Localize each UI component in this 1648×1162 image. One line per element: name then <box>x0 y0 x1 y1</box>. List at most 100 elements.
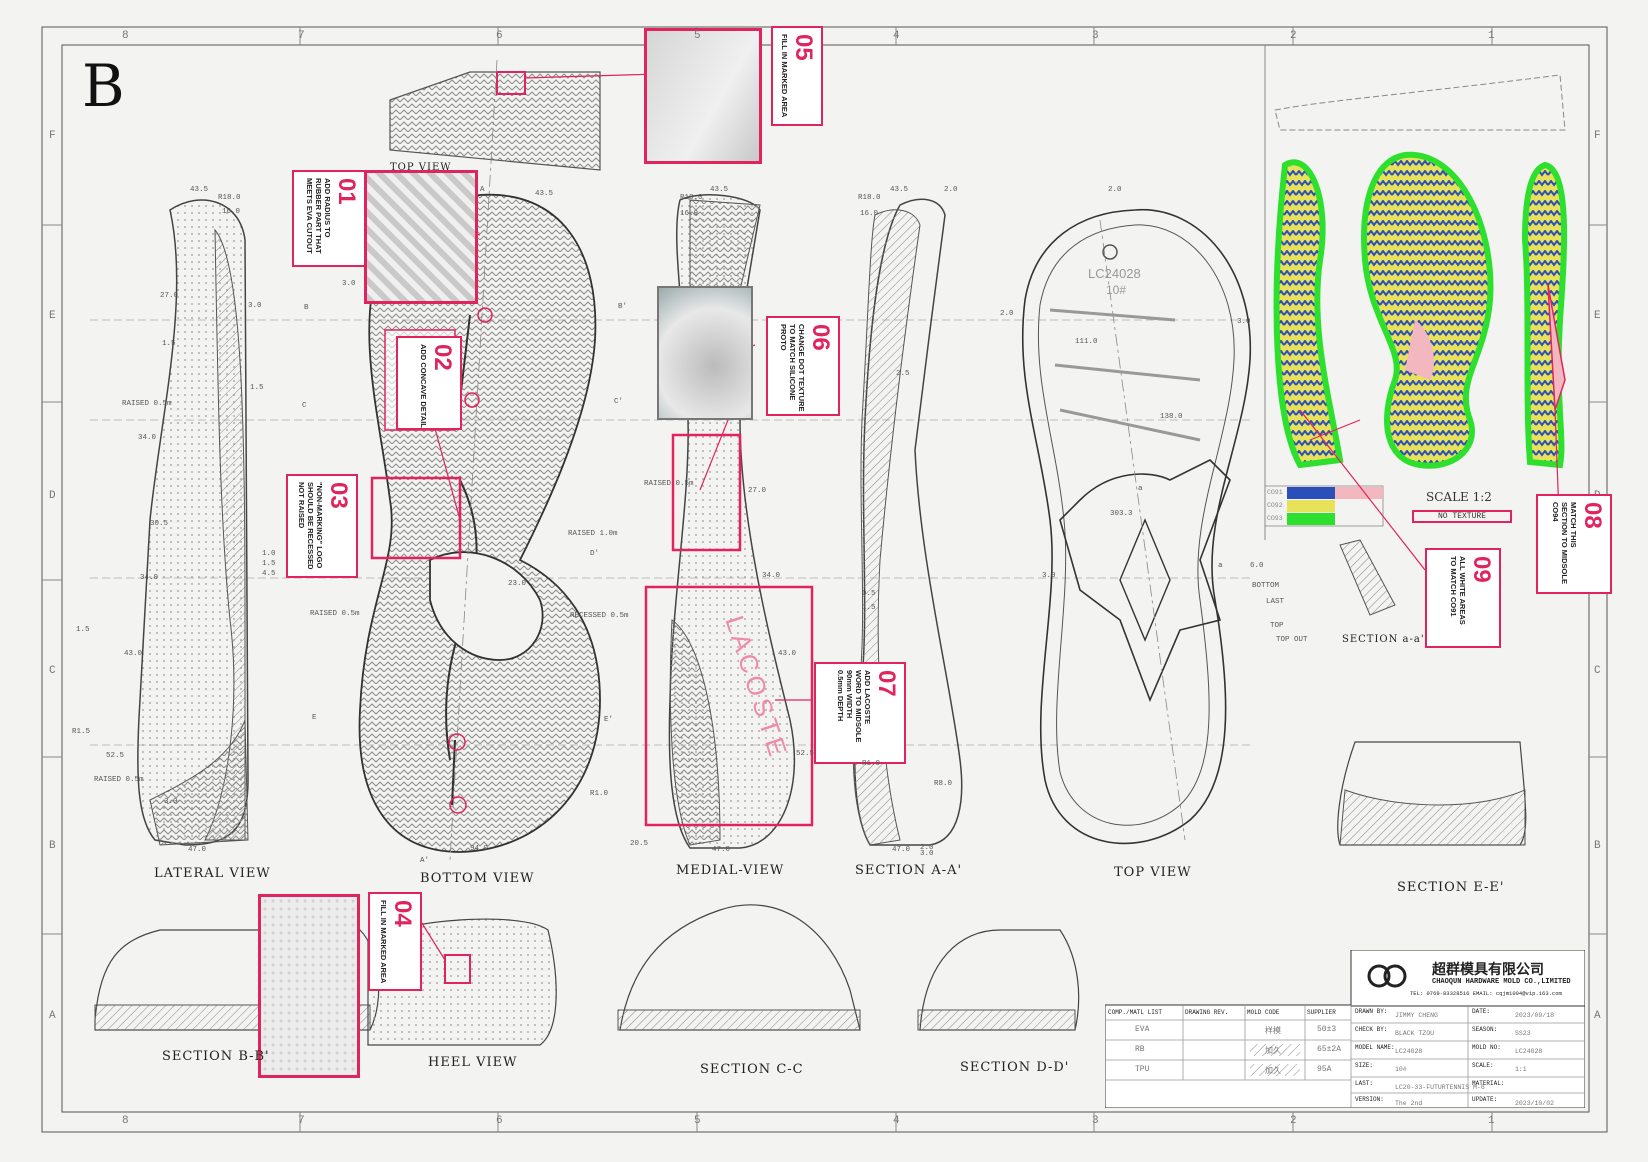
grid-row-label: C <box>49 665 56 677</box>
note-text: ADD CONCAVE DETAIL <box>419 344 428 428</box>
company-name-cn: 超群模具有限公司 <box>1432 962 1544 978</box>
grid-col-label: 3 <box>1092 1115 1099 1127</box>
dimension-label: 0.5 <box>862 590 876 598</box>
photo-06 <box>657 286 753 420</box>
lateral-view-title: LATERAL VIEW <box>154 866 271 881</box>
dimension-label: C' <box>614 398 624 406</box>
material-cell: 95A <box>1317 1065 1332 1074</box>
note-03: 03"NON-MARKING" LOGO SHOULD BE RECESSED … <box>286 474 358 578</box>
grid-col-label: 1 <box>1488 1115 1495 1127</box>
grid-row-label: D <box>49 490 56 502</box>
dimension-label: 2.0 <box>1000 310 1014 318</box>
dimension-label: 2.0 <box>920 844 934 852</box>
dimension-label: 2.0 <box>944 186 958 194</box>
dimension-label: a <box>1218 562 1223 570</box>
section-bb-title: SECTION B-B' <box>162 1049 270 1064</box>
dimension-label: 43.0 <box>124 650 143 658</box>
dimension-label: 2.5 <box>896 370 910 378</box>
company-name-en: CHAOQUN HARDWARE MOLD CO.,LIMITED <box>1432 978 1571 986</box>
dimension-label: E' <box>604 716 614 724</box>
color-legend-code: CO92 <box>1267 502 1283 509</box>
dimension-label: 1.5 <box>76 626 90 634</box>
dimension-label: 16.0 <box>680 210 699 218</box>
grid-col-label: 5 <box>694 1115 701 1127</box>
material-header: COMP./MATL LIST <box>1108 1009 1163 1016</box>
dimension-label: 111.0 <box>1075 338 1098 346</box>
dimension-label: RAISED 0.5m <box>644 480 694 488</box>
note-text: CHANGE DOT TEXTURE TO MATCH SILICONE PRO… <box>779 324 806 412</box>
field-value: 10# <box>1395 1066 1407 1073</box>
dimension-label: RAISED 0.5m <box>122 400 172 408</box>
no-texture-label: NO TEXTURE <box>1412 510 1512 523</box>
field-value: 2023/09/18 <box>1515 1012 1555 1019</box>
field-value: 2023/10/02 <box>1515 1100 1555 1107</box>
dimension-label: R1.0 <box>590 790 609 798</box>
dimension-label: R8.0 <box>934 780 953 788</box>
note-text: FILL IN MARKED AREA <box>379 900 388 984</box>
grid-col-label: 2 <box>1290 30 1297 42</box>
dimension-label: R18.0 <box>680 194 703 202</box>
dimension-label: 1.5 <box>250 384 264 392</box>
dimension-label: a <box>1138 485 1143 493</box>
note-number: 06 <box>807 324 834 351</box>
grid-row-label: A <box>1594 1010 1601 1022</box>
grid-row-label: B <box>1594 840 1601 852</box>
dimension-label: 94.0 <box>470 845 489 853</box>
dimension-label: 16.0 <box>860 210 879 218</box>
dimension-label: 3.0 <box>164 798 178 806</box>
dimension-label: 20.5 <box>630 840 649 848</box>
dimension-label: R1.0 <box>862 760 881 768</box>
dimension-label: 34.0 <box>138 434 157 442</box>
grid-col-label: 8 <box>122 30 129 42</box>
material-cell: 50±3 <box>1317 1025 1337 1034</box>
heel-view-title: HEEL VIEW <box>428 1055 518 1070</box>
material-cell: EVA <box>1135 1025 1150 1034</box>
title-block: 超群模具有限公司 CHAOQUN HARDWARE MOLD CO.,LIMIT… <box>1105 950 1585 1108</box>
field-label: MOLD NO: <box>1472 1044 1501 1051</box>
section-dd-title: SECTION D-D' <box>960 1060 1070 1075</box>
grid-col-label: 6 <box>496 30 503 42</box>
field-label: LAST: <box>1355 1080 1374 1087</box>
section-aa-title: SECTION A-A' <box>855 863 963 878</box>
sheet-letter: B <box>82 52 125 120</box>
note-number: 01 <box>333 178 360 205</box>
dimension-label: 43.5 <box>890 186 909 194</box>
dimension-label: LAST <box>1266 598 1285 606</box>
dimension-label: 2.0 <box>1108 186 1122 194</box>
dimension-label: B' <box>618 303 628 311</box>
material-cell: 加久 <box>1265 1067 1281 1076</box>
grid-row-label: F <box>49 130 56 142</box>
dimension-label: D' <box>590 550 600 558</box>
grid-col-label: 1 <box>1488 30 1495 42</box>
note-text: FILL IN MARKED AREA <box>780 34 789 118</box>
field-label: MATERIAL: <box>1472 1080 1505 1087</box>
field-label: SEASON: <box>1472 1026 1498 1033</box>
dimension-label: 43.5 <box>190 186 209 194</box>
grid-row-label: B <box>49 840 56 852</box>
dimension-label: 3.0 <box>342 280 356 288</box>
note-text: "NON-MARKING" LOGO SHOULD BE RECESSED NO… <box>297 482 324 570</box>
dimension-label: E <box>312 714 317 722</box>
photo-01 <box>364 170 478 304</box>
note-number: 07 <box>873 670 900 697</box>
field-value: 1:1 <box>1515 1066 1527 1073</box>
dimension-label: 47.0 <box>892 846 911 854</box>
dimension-label: 3.0 <box>920 850 934 858</box>
scale-label: SCALE 1:2 <box>1426 490 1492 504</box>
field-value: SS23 <box>1515 1030 1531 1037</box>
material-header: SUPPLIER <box>1307 1009 1336 1016</box>
dimension-label: TOP OUT <box>1276 636 1308 644</box>
field-label: SCALE: <box>1472 1062 1494 1069</box>
dimension-label: 3.0 <box>1237 318 1251 326</box>
grid-col-label: 6 <box>496 1115 503 1127</box>
material-cell: RB <box>1135 1045 1145 1054</box>
dimension-label: R18.0 <box>218 194 241 202</box>
grid-col-label: 8 <box>122 1115 129 1127</box>
field-value: JIMMY CHENG <box>1395 1012 1438 1019</box>
field-label: SIZE: <box>1355 1062 1374 1069</box>
